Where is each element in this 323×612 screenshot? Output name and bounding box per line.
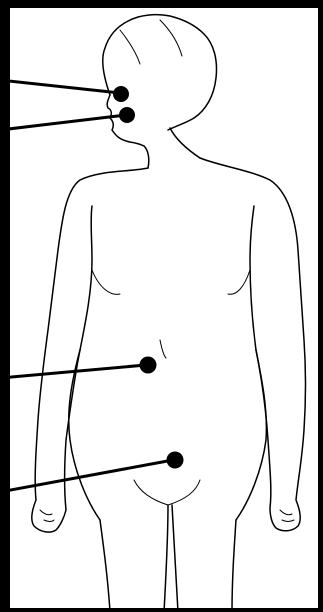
- body-diagram: [10, 8, 318, 608]
- abdomen-leader-line: [10, 365, 146, 378]
- groin-line: [134, 480, 200, 505]
- chest-line: [92, 270, 250, 294]
- mouth-leader-line: [10, 115, 126, 130]
- nose-leader-line: [10, 80, 120, 93]
- marker-group: [10, 80, 184, 492]
- pelvis-leader-line: [10, 460, 173, 492]
- body-outline: [32, 15, 306, 608]
- diagram-canvas: [10, 8, 318, 608]
- hips-outline: [69, 350, 267, 520]
- mouth-marker-dot: [119, 107, 135, 123]
- legs-outline: [100, 505, 236, 608]
- neck-outline: [144, 128, 200, 168]
- left-arm-outline: [32, 168, 148, 532]
- abdomen-marker-dot: [140, 357, 157, 374]
- right-hand-detail: [280, 510, 294, 522]
- pelvis-marker-dot: [167, 452, 184, 469]
- nose-marker-dot: [113, 86, 129, 102]
- navel-line: [160, 340, 166, 358]
- torso-outline: [80, 206, 256, 350]
- hair-line: [120, 20, 182, 64]
- left-hand-detail: [40, 510, 54, 522]
